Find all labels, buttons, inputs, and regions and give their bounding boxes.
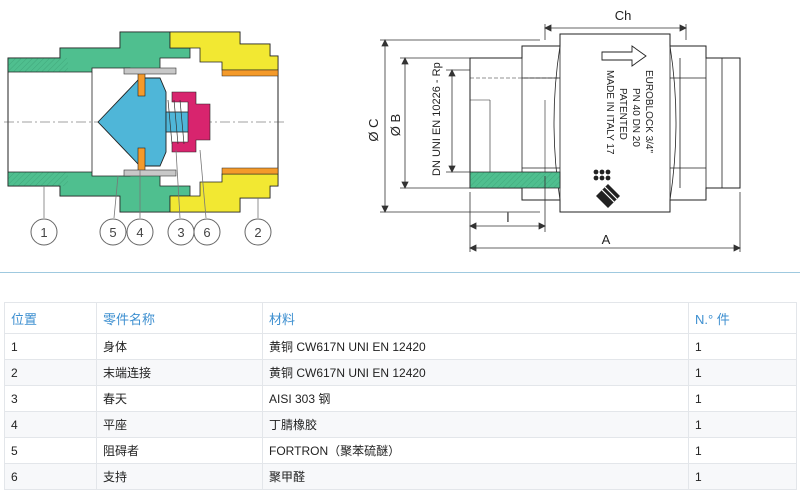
cell-position: 2 (4, 359, 97, 386)
cell-quantity: 1 (688, 463, 797, 490)
cell-position: 6 (4, 463, 97, 490)
col-header-part-name: 零件名称 (96, 302, 263, 334)
table-row: 4 平座 丁腈橡胶 1 (4, 411, 797, 438)
dimension-phi-c (380, 39, 540, 213)
cell-position: 3 (4, 385, 97, 412)
flow-arrow-icon (601, 45, 647, 67)
table-row: 1 身体 黄铜 CW617N UNI EN 12420 1 (4, 333, 797, 360)
cell-part-name: 身体 (96, 333, 263, 360)
dim-a-label: A (602, 232, 611, 247)
svg-text:EUROBLOCK 3/4": EUROBLOCK 3/4" (643, 70, 654, 153)
svg-text:6: 6 (203, 225, 210, 240)
dimension-dn (446, 69, 470, 173)
dimension-a (469, 192, 741, 252)
dim-l-label: l (507, 210, 510, 225)
cell-part-name: 平座 (96, 411, 263, 438)
svg-text:MADE IN ITALY 17: MADE IN ITALY 17 (604, 70, 615, 155)
section-divider (0, 272, 800, 273)
col-header-material: 材料 (262, 302, 689, 334)
dim-ch-label: Ch (615, 8, 632, 23)
table-row: 5 阻碍者 FORTRON（聚苯硫醚） 1 (4, 437, 797, 464)
svg-text:PN 40 DN 20: PN 40 DN 20 (630, 88, 641, 147)
table-header-row: 位置 零件名称 材料 N.° 件 (4, 302, 797, 334)
parts-table: 位置 零件名称 材料 N.° 件 1 身体 黄铜 CW617N UNI EN 1… (4, 302, 797, 490)
svg-text:2: 2 (254, 225, 261, 240)
dimension-phi-b (400, 57, 470, 189)
callout-3: 3 (167, 218, 195, 246)
cell-material: 丁腈橡胶 (262, 411, 689, 438)
cell-material: AISI 303 钢 (262, 385, 689, 412)
cell-quantity: 1 (688, 333, 797, 360)
cell-part-name: 支持 (96, 463, 263, 490)
col-header-position: 位置 (4, 302, 97, 334)
cell-quantity: 1 (688, 359, 797, 386)
valve-diagram: 1 5 4 3 6 2 (4, 8, 741, 252)
cell-position: 4 (4, 411, 97, 438)
cell-part-name: 春天 (96, 385, 263, 412)
callout-5: 5 (99, 218, 127, 246)
callout-4: 4 (126, 218, 154, 246)
svg-text:PATENTED: PATENTED (617, 88, 628, 140)
table-row: 6 支持 聚甲醛 1 (4, 463, 797, 490)
cell-position: 5 (4, 437, 97, 464)
svg-text:1: 1 (40, 225, 47, 240)
callout-6: 6 (193, 218, 221, 246)
table-row: 3 春天 AISI 303 钢 1 (4, 385, 797, 412)
dim-standard-label: DN UNI EN 10226 - Rp (431, 62, 443, 176)
callout-1: 1 (30, 218, 58, 246)
cell-position: 1 (4, 333, 97, 360)
seat-part-4 (137, 71, 146, 97)
logo-dots-icon (593, 169, 611, 181)
col-header-quantity: N.° 件 (688, 302, 797, 334)
svg-text:3: 3 (177, 225, 184, 240)
svg-text:5: 5 (109, 225, 116, 240)
body-marking: EUROBLOCK 3/4" PN 40 DN 20 PATENTED MADE… (604, 70, 654, 155)
dimension-ch (544, 24, 687, 40)
cell-material: 黄铜 CW617N UNI EN 12420 (262, 359, 689, 386)
cell-quantity: 1 (688, 437, 797, 464)
cell-part-name: 末端连接 (96, 359, 263, 386)
svg-text:4: 4 (136, 225, 143, 240)
cell-quantity: 1 (688, 411, 797, 438)
logo-diamond-icon (596, 184, 620, 208)
dimension-l (469, 176, 546, 252)
cell-material: 黄铜 CW617N UNI EN 12420 (262, 333, 689, 360)
dim-phi-c-label: Ø C (366, 118, 381, 141)
cell-part-name: 阻碍者 (96, 437, 263, 464)
section-view: 1 5 4 3 6 2 (4, 31, 286, 246)
external-view: EUROBLOCK 3/4" PN 40 DN 20 PATENTED MADE… (366, 8, 741, 252)
cell-material: 聚甲醛 (262, 463, 689, 490)
cell-quantity: 1 (688, 385, 797, 412)
spring-part-3 (167, 99, 185, 145)
support-part-6 (171, 91, 211, 153)
callout-2: 2 (244, 218, 272, 246)
dim-phi-b-label: Ø B (388, 114, 403, 136)
cell-material: FORTRON（聚苯硫醚） (262, 437, 689, 464)
table-row: 2 末端连接 黄铜 CW617N UNI EN 12420 1 (4, 359, 797, 386)
